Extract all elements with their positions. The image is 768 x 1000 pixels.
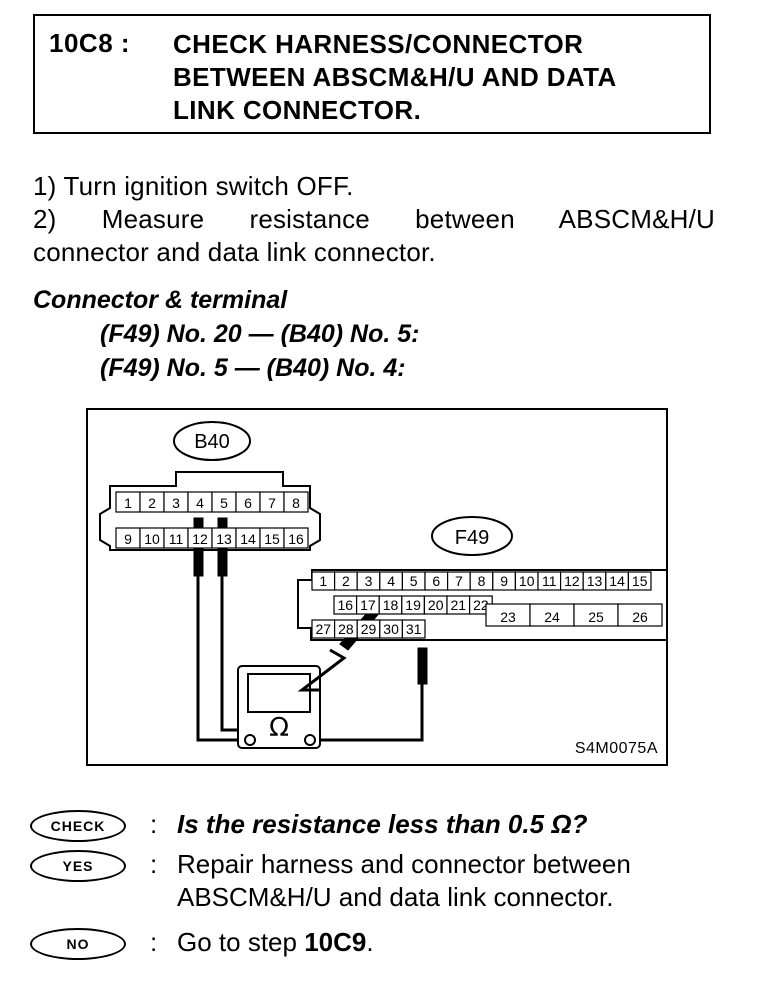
connector-heading: Connector & terminal [33,286,288,314]
ohm-symbol: Ω [269,713,289,743]
pin-cell [401,619,426,639]
pin-number: 3 [172,495,180,511]
pin-number: 10 [519,573,535,589]
pin-number: 8 [478,573,486,589]
yes-badge: YES [30,850,126,882]
terminal-pair-1: (F49) No. 20 — (B40) No. 5: [100,320,420,348]
pin-number: 26 [632,609,648,625]
b40-connector-body [99,471,321,551]
b40-label-ellipse [173,421,251,461]
ohmmeter-terminal-right [304,734,316,746]
pin-number: 9 [500,573,508,589]
pin-number: 13 [587,573,603,589]
ohmmeter-display [247,673,311,713]
pin-number: 6 [432,573,440,589]
pin-number: 14 [240,531,256,547]
probe-f49-20 [417,647,428,685]
pin-number: 27 [316,621,332,637]
pin-number: 6 [244,495,252,511]
pin-number: 15 [632,573,648,589]
pin-number: 7 [268,495,276,511]
f49-label-ellipse [431,516,513,556]
pin-number: 9 [124,531,132,547]
no-answer-suffix: . [366,927,374,957]
pin-number: 25 [588,609,604,625]
next-step-link[interactable]: 10C9 [304,927,367,957]
pin-number: 20 [428,597,444,613]
pin-number: 4 [387,573,395,589]
step-title-line: BETWEEN ABSCM&H/U AND DATA [173,62,617,92]
b40-label: B40 [194,431,230,453]
terminal-pair-2: (F49) No. 5 — (B40) No. 4: [100,354,406,382]
check-badge: CHECK [30,810,126,842]
pin-cell [617,603,663,627]
pin-number: 12 [192,531,208,547]
pin-number: 2 [342,573,350,589]
yes-colon: : [150,849,158,879]
yes-answer: Repair harness and connector between ABS… [177,848,737,914]
pin-number: 7 [455,573,463,589]
check-question: Is the resistance less than 0.5 Ω? [177,809,588,839]
yes-answer-line: Repair harness and connector between [177,849,631,879]
wire-b40-5 [220,570,238,732]
step-title-line: LINK CONNECTOR. [173,95,422,125]
pin-number: 28 [338,621,354,637]
step-title-line: CHECK HARNESS/CONNECTOR [173,29,584,59]
pin-number: 19 [405,597,421,613]
wire-b40-4 [196,570,238,742]
pin-number: 5 [410,573,418,589]
pin-number: 30 [383,621,399,637]
pin-number: 11 [169,531,184,547]
pin-number: 16 [288,531,304,547]
figure-code: S4M0075A [574,740,658,757]
step-number: 10C8 : [49,28,131,58]
pin-number: 1 [124,495,132,511]
no-answer-text: Go to step [177,927,305,957]
instruction-2: 2) Measure resistance between ABSCM&H/U [33,204,715,234]
pin-number: 14 [609,573,625,589]
instruction-2-continued: connector and data link connector. [33,237,436,267]
yes-answer-line: ABSCM&H/U and data link connector. [177,882,614,912]
pin-number: 15 [264,531,280,547]
pin-number: 16 [338,597,354,613]
pin-cell [283,491,309,513]
f49-label: F49 [455,527,489,549]
step-title: CHECK HARNESS/CONNECTOR BETWEEN ABSCM&H/… [173,28,617,127]
pin-number: 17 [360,597,376,613]
pin-number: 2 [148,495,156,511]
no-badge: NO [30,928,126,960]
no-colon: : [150,927,158,957]
pin-number: 1 [319,573,327,589]
pin-number: 31 [406,621,422,637]
pin-number: 24 [544,609,560,625]
pin-number: 29 [361,621,377,637]
pin-number: 21 [451,597,467,613]
pin-number: 12 [564,573,580,589]
pin-cell [627,571,652,591]
pin-number: 18 [383,597,399,613]
wire-f49-5 [297,648,347,692]
instruction-1: 1) Turn ignition switch OFF. [33,171,354,201]
pin-cell [283,527,309,549]
ohmmeter-terminal-left [244,734,256,746]
pin-number: 5 [220,495,228,511]
wire-f49-20 [320,672,424,742]
ohmmeter-body [237,665,321,749]
pin-number: 11 [542,573,557,589]
pin-number: 8 [292,495,300,511]
no-answer: Go to step 10C9. [177,926,737,959]
pin-number: 13 [216,531,232,547]
pin-number: 22 [473,597,489,613]
pin-number: 23 [500,609,516,625]
pin-number: 4 [196,495,204,511]
step-header: 10C8 : CHECK HARNESS/CONNECTOR BETWEEN A… [33,14,711,134]
pin-number: 10 [144,531,160,547]
pin-number: 3 [365,573,373,589]
check-colon: : [150,809,158,839]
